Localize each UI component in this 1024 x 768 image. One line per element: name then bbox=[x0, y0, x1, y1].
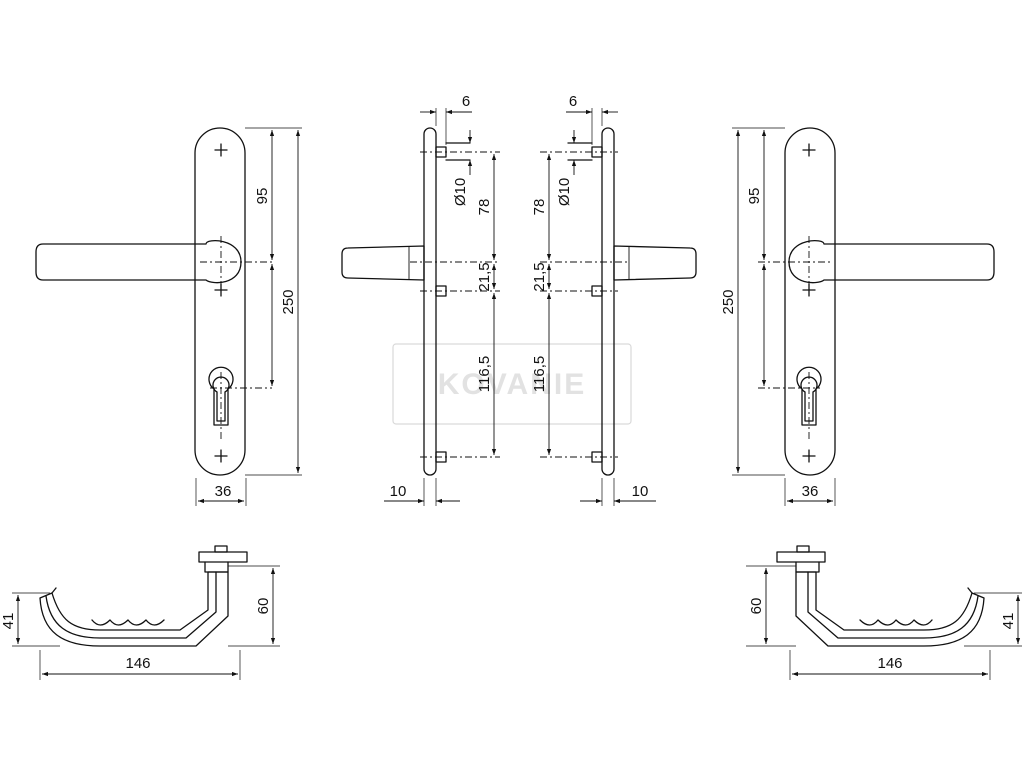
dim-146-left: 146 bbox=[125, 655, 150, 672]
escutcheon-plate-left bbox=[194, 127, 246, 476]
dim-41-right: 41 bbox=[1000, 613, 1017, 630]
dim-250-left: 250 bbox=[280, 289, 297, 314]
dim-78-left: 78 bbox=[476, 199, 493, 216]
dim-116-5-right: 116,5 bbox=[531, 356, 548, 392]
dim-116-5-left: 116,5 bbox=[476, 356, 493, 392]
dim-6-left: 6 bbox=[462, 93, 470, 110]
dim-36-left: 36 bbox=[215, 483, 232, 500]
lever-top-left bbox=[39, 571, 229, 647]
side-view-left: 6 Ø10 78 21,5 116,5 10 bbox=[341, 93, 500, 506]
dim-pin-dia-right: Ø10 bbox=[556, 178, 573, 206]
rosette-left bbox=[198, 551, 248, 563]
dim-6-right: 6 bbox=[569, 93, 577, 110]
side-view-right: 6 Ø10 78 21,5 116,5 10 bbox=[531, 93, 697, 506]
dim-10-left: 10 bbox=[390, 483, 407, 500]
plate-side-right bbox=[601, 127, 615, 476]
dim-pin-dia-left: Ø10 bbox=[452, 178, 469, 206]
lever-top-right bbox=[795, 571, 985, 647]
lever-front-left bbox=[35, 240, 242, 284]
dim-60-right: 60 bbox=[748, 598, 765, 615]
front-view-right: 95 250 36 bbox=[720, 127, 995, 506]
dim-21-5-right: 21,5 bbox=[531, 262, 548, 291]
escutcheon-plate-right bbox=[784, 127, 836, 476]
handle-top-view-right: 60 41 146 bbox=[746, 545, 1022, 680]
screw-marks-left bbox=[214, 143, 228, 463]
dim-78-right: 78 bbox=[531, 199, 548, 216]
dim-36-right: 36 bbox=[802, 483, 819, 500]
dim-21-5-left: 21,5 bbox=[476, 262, 493, 291]
lever-side-right bbox=[613, 245, 697, 281]
rosette-right bbox=[776, 551, 826, 563]
dim-250-right: 250 bbox=[720, 289, 737, 314]
dim-10-right: 10 bbox=[632, 483, 649, 500]
plate-side-left bbox=[423, 127, 437, 476]
lever-side-left bbox=[341, 245, 425, 281]
dim-41-left: 41 bbox=[0, 613, 17, 630]
dim-146-right: 146 bbox=[877, 655, 902, 672]
dim-60-left: 60 bbox=[255, 598, 272, 615]
screw-marks-right bbox=[802, 143, 816, 463]
lever-front-right bbox=[788, 240, 995, 284]
front-view-left: 95 250 36 bbox=[35, 127, 302, 506]
watermark: KOVANIE bbox=[392, 343, 632, 425]
watermark-text: KOVANIE bbox=[438, 368, 586, 401]
handle-top-view-left: 60 41 146 bbox=[0, 545, 280, 680]
dim-95-left: 95 bbox=[254, 188, 271, 205]
dim-95-right: 95 bbox=[746, 188, 763, 205]
